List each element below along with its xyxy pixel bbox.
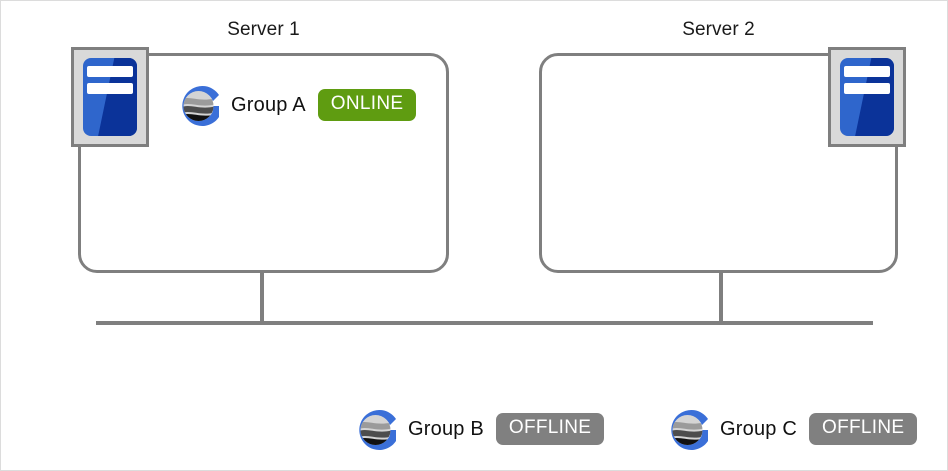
group-a-status-badge: ONLINE bbox=[317, 89, 417, 121]
server-1-title: Server 1 bbox=[227, 19, 300, 40]
server-2-drop-line bbox=[719, 271, 723, 325]
group-c-label: Group C bbox=[720, 417, 797, 440]
server-1-machine-icon[interactable] bbox=[71, 47, 149, 147]
group-globe-icon bbox=[664, 404, 714, 454]
group-b-status-badge: OFFLINE bbox=[495, 413, 605, 445]
server-slot-bar-2 bbox=[843, 82, 891, 94]
server-2-machine-icon[interactable] bbox=[828, 47, 906, 147]
group-c-status-badge: OFFLINE bbox=[809, 413, 918, 445]
server-2-title: Server 2 bbox=[682, 19, 755, 40]
network-bus-line bbox=[96, 321, 873, 325]
group-a-label: Group A bbox=[231, 93, 306, 116]
server-1-box[interactable]: Group A ONLINE bbox=[78, 53, 449, 273]
group-globe-icon bbox=[352, 404, 402, 454]
group-row-c[interactable]: Group C OFFLINE bbox=[664, 404, 918, 454]
server-slot-bar-1 bbox=[86, 65, 134, 77]
server-slot-bar-2 bbox=[86, 82, 134, 94]
group-row-a[interactable]: Group A ONLINE bbox=[175, 80, 417, 130]
server-slot-bar-1 bbox=[843, 65, 891, 77]
group-globe-icon bbox=[175, 80, 225, 130]
server-1-drop-line bbox=[260, 271, 264, 325]
group-b-label: Group B bbox=[408, 417, 484, 440]
group-row-b[interactable]: Group B OFFLINE bbox=[352, 404, 605, 454]
